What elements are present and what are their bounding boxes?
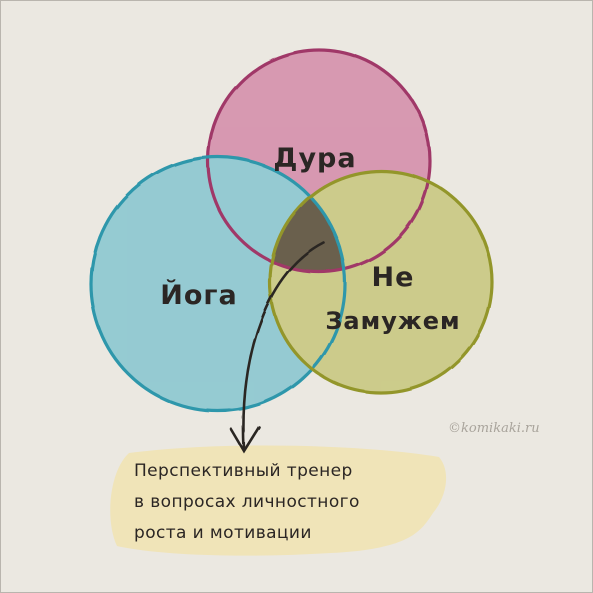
label-yoga: Йога [160, 279, 237, 311]
arrow-shaft [242, 241, 326, 451]
circle-outline-yoga [89, 155, 347, 413]
circle-fill-yoga [91, 157, 345, 411]
watermark: ©komikaki.ru [448, 421, 540, 436]
label-ne-line1: Не [372, 262, 415, 293]
arrow [229, 241, 326, 454]
circle-outline-ne [268, 169, 494, 395]
note-highlight [110, 445, 447, 556]
label-dura: Дура [273, 143, 356, 174]
circle-outline-dura [206, 48, 432, 274]
label-ne-line2: Замужем [325, 307, 460, 335]
note-line-1: Перспективный тренер [134, 461, 353, 481]
note-line-2: в вопросах личностного [134, 492, 360, 512]
triple-intersection [270, 171, 345, 272]
arrow-head [229, 425, 261, 454]
note-line-3: роста и мотивации [134, 523, 312, 543]
